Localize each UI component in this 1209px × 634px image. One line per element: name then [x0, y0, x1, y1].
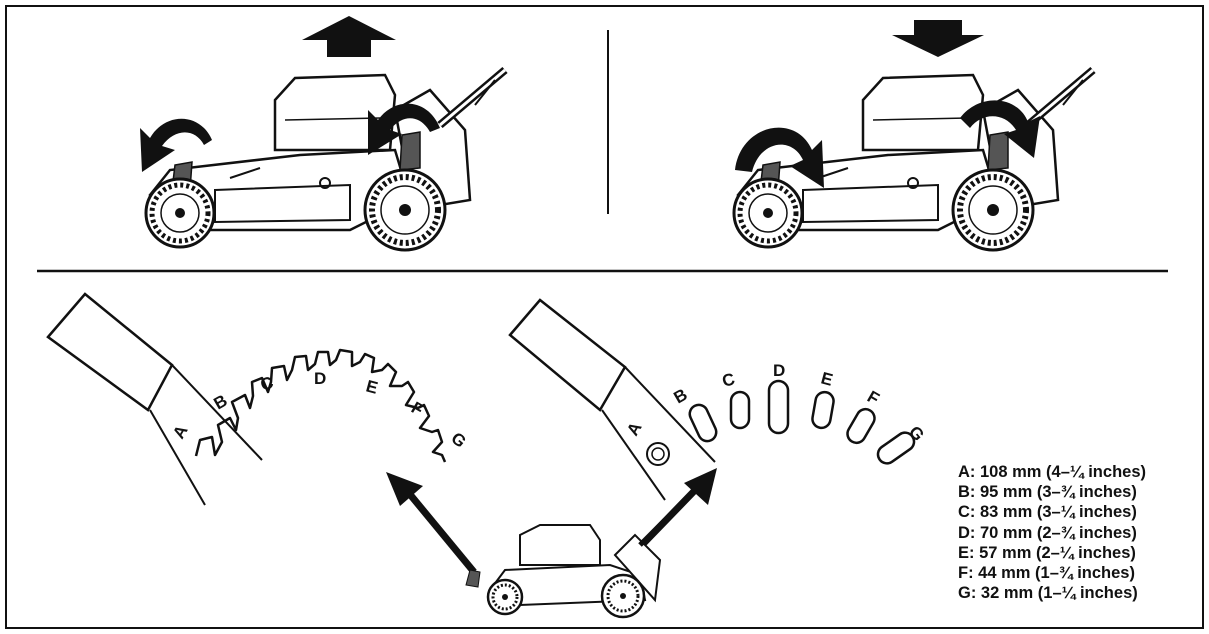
notch-label-g: G — [447, 429, 469, 452]
notch-label-f: F — [408, 398, 426, 420]
legend-row-g: G: 32 mm (1–¼ inches) — [958, 584, 1138, 603]
slotted-height-lever — [508, 298, 916, 501]
slot-label-a: A — [623, 419, 646, 439]
slot-label-d: D — [773, 361, 785, 380]
notched-height-lever — [46, 292, 447, 506]
slot-label-f: F — [864, 387, 882, 409]
legend-row-f: F: 44 mm (1–¾ inches) — [958, 564, 1135, 583]
notch-label-c: C — [258, 373, 276, 395]
arrow-up-icon — [302, 16, 396, 57]
legend-row-b: B: 95 mm (3–¾ inches) — [958, 483, 1137, 502]
slot-label-b: B — [671, 385, 691, 408]
pointer-arrow-front — [386, 472, 477, 575]
legend-row-d: D: 70 mm (2–¾ inches) — [958, 523, 1137, 542]
legend-row-e: E: 57 mm (2–¼ inches) — [958, 543, 1136, 562]
curved-arrow-right-icon — [960, 100, 1040, 158]
legend-row-c: C: 83 mm (3–¼ inches) — [958, 503, 1137, 522]
slot-label-e: E — [819, 369, 835, 390]
curved-arrow-left-icon — [140, 118, 212, 172]
notch-label-d: D — [314, 369, 326, 388]
curved-arrow-right-icon — [735, 127, 824, 188]
arrow-down-icon — [892, 20, 984, 57]
mower-raise-illustration — [146, 70, 505, 250]
diagram-frame — [5, 5, 1204, 629]
mower-small-illustration — [466, 520, 665, 617]
notch-label-a: A — [169, 422, 192, 442]
legend-row-a: A: 108 mm (4–¼ inches) — [958, 463, 1146, 481]
notch-label-e: E — [364, 377, 380, 398]
curved-arrow-left-icon — [368, 103, 440, 155]
height-legend: A: 108 mm (4–¼ inches) B: 95 mm (3–¾ inc… — [958, 462, 1198, 603]
mower-lower-illustration — [734, 70, 1093, 250]
slot-label-c: C — [720, 369, 737, 391]
